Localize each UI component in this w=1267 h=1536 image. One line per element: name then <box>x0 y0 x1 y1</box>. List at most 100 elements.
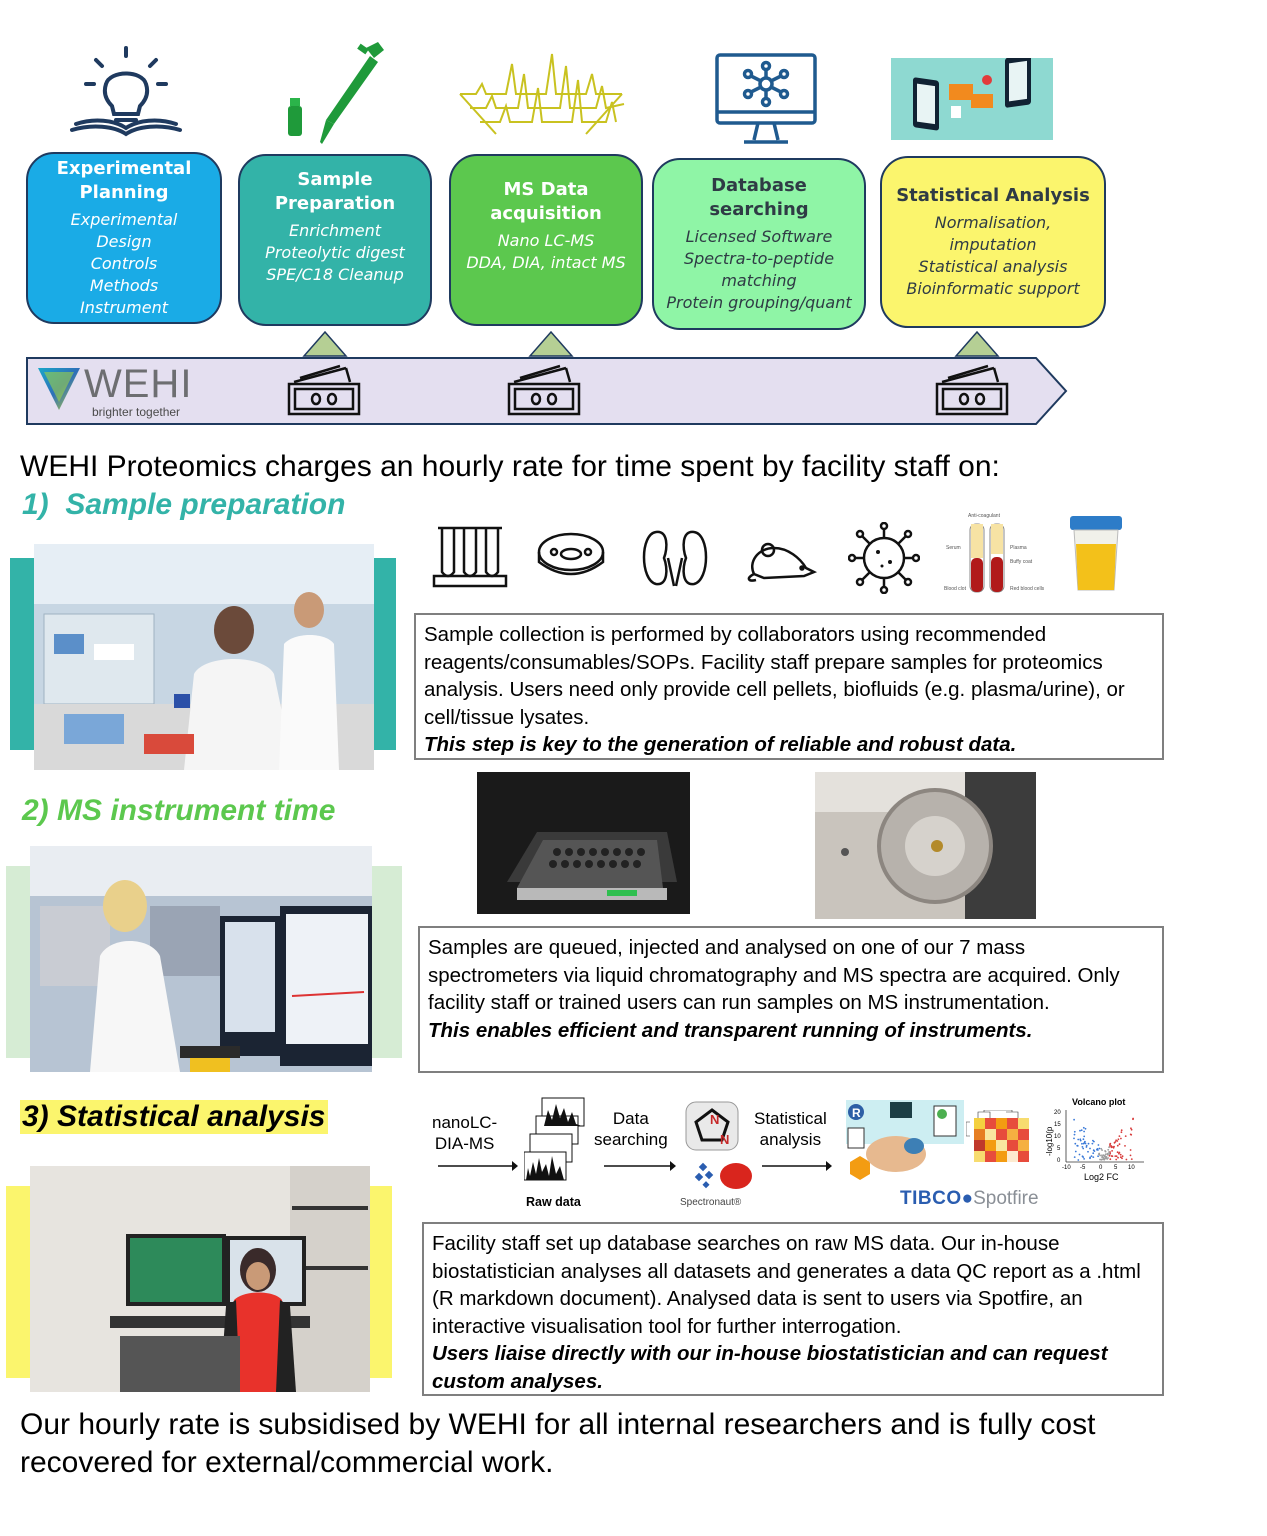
pipeline-arrow <box>438 1161 518 1171</box>
wehi-logo-text: WEHI <box>84 362 193 406</box>
section-3-title: 3) Statistical analysis <box>20 1100 328 1134</box>
photo-frame-accent <box>6 866 34 1058</box>
volcano-point <box>1091 1142 1094 1145</box>
stage-item: Experimental <box>70 210 178 229</box>
volcano-point <box>1129 1149 1132 1151</box>
volcano-point <box>1073 1130 1076 1133</box>
stage-item: Protein grouping/quant <box>666 293 852 312</box>
volcano-point <box>1119 1153 1122 1156</box>
pipeline-step-nanolc: nanoLC- DIA-MS <box>432 1113 498 1153</box>
spectronaut-label: Spectronaut® <box>680 1197 742 1208</box>
description-body: Sample collection is performed by collab… <box>424 623 1125 729</box>
volcano-point <box>1124 1145 1126 1147</box>
volcano-point <box>1073 1137 1075 1140</box>
stage-item: Instrument <box>79 298 168 317</box>
pointer-triangle <box>302 330 348 357</box>
volcano-point <box>1130 1133 1133 1136</box>
volcano-point <box>1115 1158 1118 1161</box>
volcano-point <box>1101 1149 1103 1151</box>
data-transfer-illustration <box>891 58 1053 140</box>
volcano-point <box>1129 1154 1132 1157</box>
pipette-icon <box>288 42 384 144</box>
volcano-ytick: 20 <box>1054 1110 1061 1116</box>
blood-label-rbc: Red blood cells <box>1010 586 1045 592</box>
volcano-point <box>1092 1156 1095 1158</box>
description-emphasis: This step is key to the generation of re… <box>424 733 1017 756</box>
tibco-label: TIBCO <box>900 1188 962 1209</box>
volcano-point <box>1100 1158 1103 1161</box>
volcano-point <box>1092 1139 1094 1142</box>
volcano-point <box>1082 1147 1085 1150</box>
volcano-point <box>1087 1142 1090 1145</box>
volcano-point <box>1120 1131 1123 1134</box>
volcano-point <box>1110 1146 1113 1149</box>
volcano-point <box>1099 1154 1101 1157</box>
stage-item: Controls <box>90 254 158 273</box>
photo-frame-accent <box>368 1186 392 1378</box>
volcano-point <box>1118 1152 1120 1155</box>
stage-item: Methods <box>89 276 159 295</box>
stage-ms-data-acquisition: MS Data acquisition Nano LC-MS DDA, DIA,… <box>449 154 643 326</box>
volcano-point <box>1079 1139 1082 1142</box>
stage-item: Licensed Software <box>685 227 833 246</box>
tibco-spotfire-logo: TIBCO●Spotfire <box>900 1188 1039 1210</box>
volcano-point <box>1078 1153 1081 1156</box>
analysis-tools-collage: R <box>846 1100 964 1180</box>
blood-label-buffy: Buffy coat <box>1010 559 1033 565</box>
volcano-point <box>1132 1118 1134 1121</box>
volcano-point <box>1073 1133 1076 1136</box>
statistical-analysis-description: Facility staff set up database searches … <box>422 1222 1164 1396</box>
volcano-xtick: -5 <box>1080 1165 1086 1171</box>
description-body: Facility staff set up database searches … <box>432 1232 1141 1338</box>
stage-item: Proteolytic digest <box>265 243 405 262</box>
volcano-point <box>1106 1158 1109 1160</box>
volcano-point <box>1083 1135 1086 1138</box>
volcano-point <box>1084 1127 1087 1130</box>
petri-dish-icon <box>537 532 605 576</box>
pipeline-arrow <box>604 1161 676 1171</box>
wehi-tagline: brighter together <box>92 405 181 419</box>
volcano-point <box>1073 1118 1075 1121</box>
stage-title: Statistical Analysis <box>896 185 1090 206</box>
volcano-point <box>1103 1154 1106 1157</box>
volcano-point <box>1130 1158 1133 1160</box>
volcano-xtick: 5 <box>1114 1165 1118 1171</box>
stage-items: Nano LC-MS DDA, DIA, intact MS <box>466 230 625 274</box>
pipeline-step-statistical-analysis: Statistical analysis <box>754 1109 827 1149</box>
stage-item: Spectra-to-peptide <box>683 249 835 268</box>
volcano-title: Volcano plot <box>1072 1097 1125 1107</box>
stage-title: Experimental Planning <box>56 158 192 203</box>
svg-text:N: N <box>720 1132 729 1147</box>
volcano-point <box>1089 1157 1091 1160</box>
volcano-xtick: 0 <box>1099 1165 1103 1171</box>
volcano-point <box>1074 1142 1077 1145</box>
volcano-point <box>1083 1141 1086 1144</box>
pointer-triangle <box>954 330 1000 357</box>
volcano-point <box>1116 1151 1119 1154</box>
spotfire-label: Spotfire <box>973 1188 1039 1209</box>
virus-icon <box>848 522 920 594</box>
volcano-point <box>1114 1155 1117 1157</box>
stage-sample-preparation: Sample Preparation Enrichment Proteolyti… <box>238 154 432 326</box>
volcano-ylabel: -log10(p <box>1045 1126 1054 1156</box>
blood-label-serum: Serum <box>946 545 961 551</box>
stage-items: Enrichment Proteolytic digest SPE/C18 Cl… <box>265 220 405 286</box>
volcano-point <box>1099 1158 1101 1161</box>
money-icon <box>935 364 1009 416</box>
lightbulb-book-icon <box>70 46 182 137</box>
volcano-point <box>1073 1156 1076 1158</box>
volcano-xtick: 10 <box>1128 1165 1135 1171</box>
stage-items: Licensed Software Spectra-to-peptide mat… <box>666 226 851 314</box>
volcano-point <box>1110 1145 1113 1147</box>
volcano-point <box>1087 1150 1089 1153</box>
volcano-point <box>1121 1155 1124 1158</box>
stage-item: Bioinformatic support <box>906 279 1080 298</box>
volcano-point <box>1097 1153 1100 1155</box>
volcano-ytick: 5 <box>1057 1146 1061 1152</box>
volcano-point <box>1089 1147 1091 1150</box>
volcano-point <box>1074 1150 1077 1153</box>
volcano-point <box>1117 1138 1120 1141</box>
volcano-point <box>1108 1152 1110 1155</box>
volcano-point <box>1121 1157 1123 1160</box>
blood-tubes-illustration <box>969 523 1005 593</box>
